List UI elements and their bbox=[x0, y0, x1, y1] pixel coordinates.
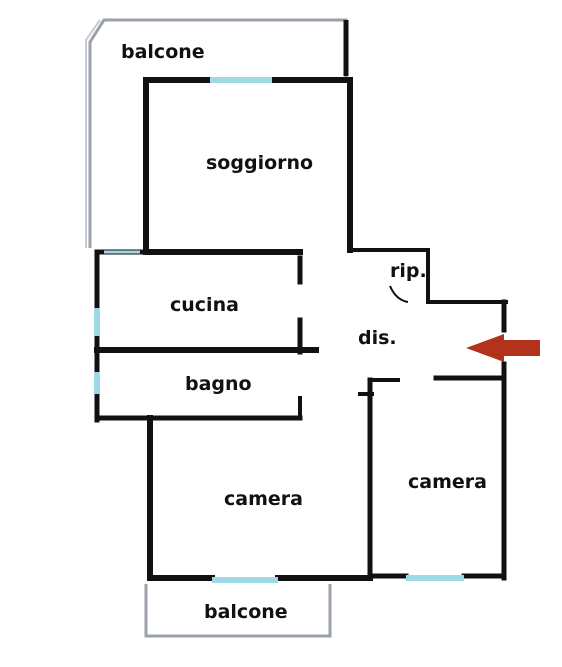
entrance-arrow-icon bbox=[466, 334, 540, 362]
windows bbox=[94, 77, 464, 583]
rip-door-arc bbox=[389, 285, 409, 303]
room-label-soggiorno: soggiorno bbox=[206, 152, 314, 174]
room-label-camera-right: camera bbox=[408, 471, 487, 493]
balcony-bottom bbox=[144, 584, 332, 638]
balcony-top bbox=[85, 18, 349, 248]
room-label-bagno: bagno bbox=[185, 373, 252, 395]
room-label-balcone-bottom: balcone bbox=[204, 601, 288, 623]
room-label-cucina: cucina bbox=[170, 294, 239, 316]
room-label-disimpegno: dis. bbox=[358, 327, 397, 349]
walls bbox=[94, 77, 508, 581]
room-label-ripostiglio: rip. bbox=[390, 260, 427, 282]
room-label-balcone-top: balcone bbox=[121, 41, 205, 63]
room-label-camera-left: camera bbox=[224, 488, 303, 510]
